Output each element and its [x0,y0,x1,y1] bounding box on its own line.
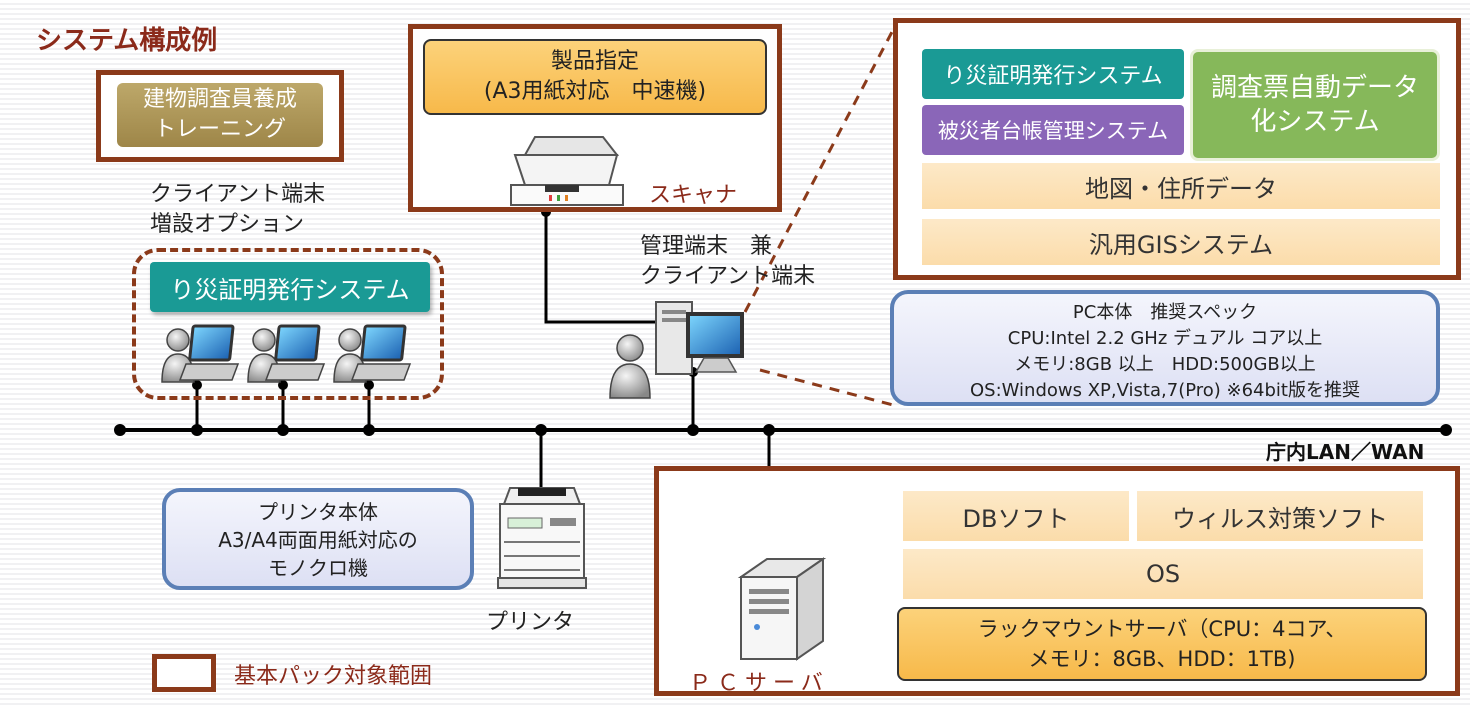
training-frame: 建物調査員養成 トレーニング [96,70,344,162]
stack-risai-box: り災証明発行システム [922,49,1184,99]
stack-survey-box: 調査票自動データ化システム [1190,49,1440,161]
server-rack-line2: メモリ：8GB、HDD：1TB) [1028,647,1296,671]
pc-spec-os: OS:Windows XP,Vista,7(Pro) ※64bit版を推奨 [970,380,1360,401]
stack-map-box: 地図・住所データ [922,163,1440,209]
server-os-box: OS [903,549,1423,599]
printer-spec-line2: A3/A4両面用紙対応の [218,528,418,552]
admin-terminal-line2: クライアント端末 [640,264,816,289]
pc-spec-box: PC本体 推奨スペック CPU:Intel 2.2 GHz デュアル コア以上 … [890,290,1440,406]
client-app-box: り災証明発行システム [150,262,430,312]
training-line2: トレーニング [153,117,286,142]
server-virus-box: ウィルス対策ソフト [1137,491,1423,541]
laptop-user-icon-2 [247,324,326,383]
scanner-icon [510,136,624,206]
scanner-product-box: 製品指定 (A3用紙対応 中速機) [423,39,767,115]
page-title: システム構成例 [36,26,218,56]
network-label: 庁内LAN／WAN [1266,440,1425,464]
training-line1: 建物調査員養成 [142,87,297,112]
software-stack-frame: り災証明発行システム 被災者台帳管理システム 調査票自動データ化システム 地図・… [893,18,1461,280]
scanner-label: スキャナ [649,183,738,208]
stack-survey-label: 調査票自動データ化システム [1210,73,1419,137]
printer-spec-line1: プリンタ本体 [258,500,378,524]
pc-spec-mem: メモリ:8GB 以上 HDD:500GB以上 [1014,354,1316,375]
printer-spec-box: プリンタ本体 A3/A4両面用紙対応の モノクロ機 [162,488,474,590]
server-rack-box: ラックマウントサーバ（CPU：4コア、 メモリ：8GB、HDD：1TB) [897,607,1427,681]
scanner-product-line1: 製品指定 [550,49,639,74]
server-db-box: DBソフト [903,491,1129,541]
client-option-label: クライアント端末 増設オプション [150,180,325,240]
server-icon [737,557,827,661]
admin-terminal-icon [609,301,744,399]
scanner-link [544,212,655,324]
admin-terminal-line1: 管理端末 兼 [640,234,773,259]
server-label: ＰＣサーバ [689,671,829,696]
training-box: 建物調査員養成 トレーニング [117,83,323,147]
printer-label: プリンタ [486,610,575,635]
laptop-user-icon-1 [161,324,240,383]
pc-spec-cpu: CPU:Intel 2.2 GHz デュアル コア以上 [1007,328,1323,349]
client-option-line2: 増設オプション [150,212,305,237]
pc-spec-title: PC本体 推奨スペック [1072,302,1258,323]
scanner-product-line2: (A3用紙対応 中速機) [483,79,707,104]
laptop-user-icon-3 [333,324,412,383]
legend-swatch [152,654,216,692]
printer-spec-line3: モノクロ機 [268,556,368,580]
client-option-frame [132,248,444,400]
admin-terminal-label: 管理端末 兼 クライアント端末 [640,232,815,292]
scanner-frame: 製品指定 (A3用紙対応 中速機) スキャナ [408,24,782,212]
client-laptops [161,324,412,383]
server-frame: DBソフト ウィルス対策ソフト OS ラックマウントサーバ（CPU：4コア、 メ… [654,466,1460,696]
server-rack-line1: ラックマウントサーバ（CPU：4コア、 [977,617,1347,641]
stack-victim-box: 被災者台帳管理システム [922,105,1184,155]
client-option-line1: クライアント端末 [150,182,326,207]
stack-gis-box: 汎用GISシステム [922,219,1440,265]
printer-icon [497,487,587,589]
legend-label: 基本パック対象範囲 [234,664,433,689]
